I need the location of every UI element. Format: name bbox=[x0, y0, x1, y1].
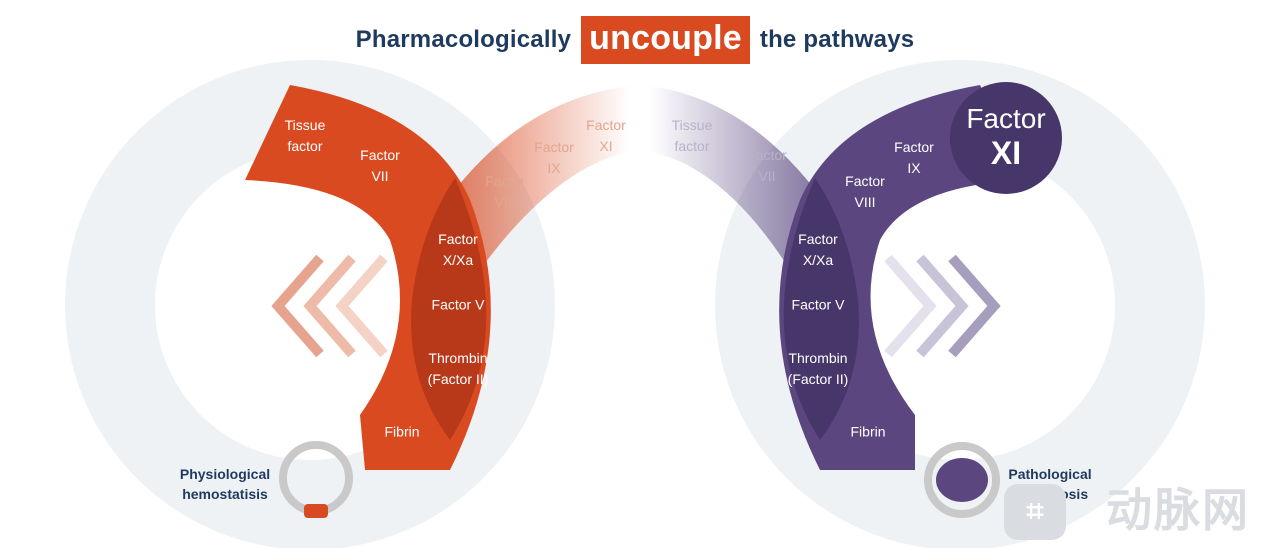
factor-xi-circle bbox=[950, 82, 1062, 194]
left-step-fibrin: Fibrin bbox=[384, 423, 420, 440]
right-chevron-3 bbox=[948, 254, 1001, 358]
clot-small-icon bbox=[304, 504, 328, 518]
left-chevron-1 bbox=[271, 254, 324, 358]
right-step-thrombin: Thrombin(Factor II) bbox=[787, 350, 849, 387]
right-common-segment bbox=[783, 178, 859, 440]
clot-large-icon bbox=[936, 458, 988, 502]
right-step-factor-v: Factor V bbox=[791, 296, 845, 313]
right-chevron-1 bbox=[884, 254, 937, 358]
title-highlight: uncouple bbox=[581, 16, 750, 64]
left-step-thrombin: Thrombin(Factor II) bbox=[427, 350, 489, 387]
title-after: the pathways bbox=[759, 26, 915, 53]
factor-xi-label: Factor XI bbox=[966, 103, 1046, 171]
right-fade-arc bbox=[640, 85, 830, 270]
vessel-icon-right bbox=[924, 442, 1000, 518]
right-step-fibrin: Fibrin bbox=[850, 423, 886, 440]
right-chevron-2 bbox=[916, 254, 969, 358]
left-chevron-3 bbox=[335, 254, 388, 358]
left-fade-arc bbox=[440, 85, 640, 270]
left-common-segment bbox=[411, 178, 487, 440]
left-step-factor-v: Factor V bbox=[431, 296, 485, 313]
watermark-text: 动脉网 bbox=[1106, 484, 1250, 536]
title-before: Pharmacologically bbox=[355, 26, 572, 53]
page-title: Pharmacologically uncouple the pathways bbox=[0, 14, 1270, 66]
watermark-logo-icon: ⌗ bbox=[1004, 484, 1066, 540]
left-chevron-2 bbox=[303, 254, 356, 358]
